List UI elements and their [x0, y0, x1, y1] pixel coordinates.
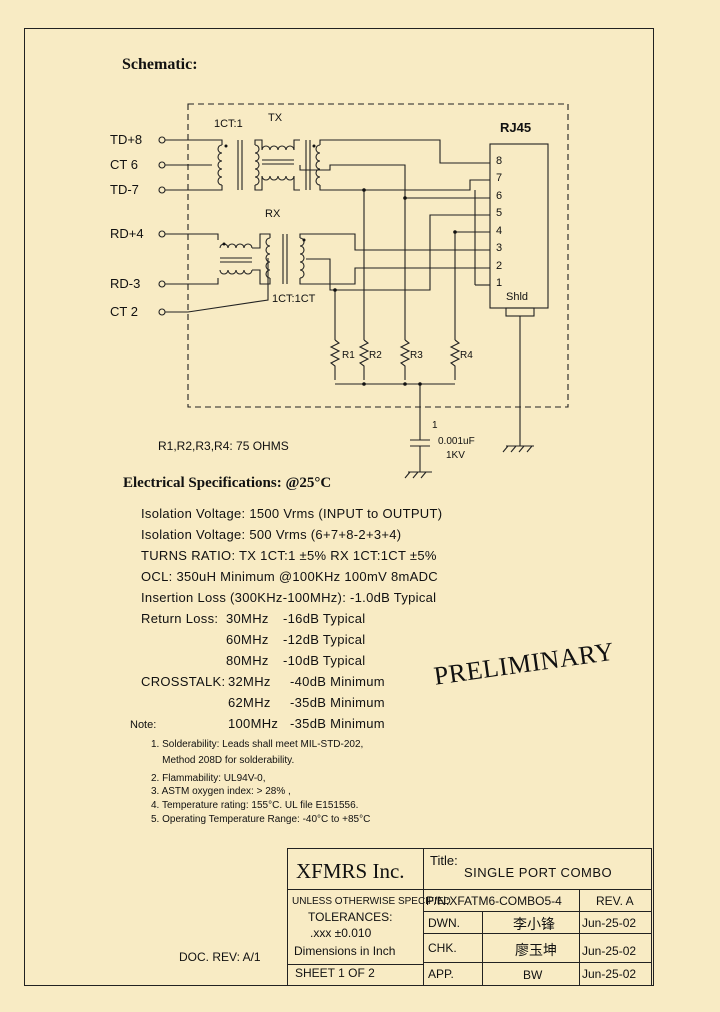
dimensions-note: Dimensions in Inch [294, 944, 396, 958]
cap-value: 0.001uF [438, 436, 475, 447]
note-item: 4. Temperature rating: 155°C. UL file E1… [151, 800, 359, 811]
spec-line: TURNS RATIO: TX 1CT:1 ±5% RX 1CT:1CT ±5% [141, 548, 437, 563]
connector-label: RJ45 [500, 120, 532, 135]
spec-line: Insertion Loss (300KHz-100MHz): -1.0dB T… [141, 590, 437, 605]
crosstalk-value: -35dB Minimum [290, 695, 385, 710]
tolerances-label: TOLERANCES: [308, 910, 393, 924]
cap-voltage: 1KV [446, 450, 465, 461]
return-loss-label: Return Loss: [141, 611, 219, 626]
approval-label: CHK. [428, 941, 457, 955]
return-loss-freq: 30MHz [226, 611, 269, 626]
crosstalk-value: -40dB Minimum [290, 674, 385, 689]
crosstalk-value: -35dB Minimum [290, 716, 385, 731]
return-loss-freq: 60MHz [226, 632, 269, 647]
title-cell: Title: SINGLE PORT COMBO [423, 848, 652, 890]
pin-label-td-minus: TD-7 [110, 182, 139, 197]
rj45-pin-5: 5 [496, 207, 503, 219]
company-cell: XFMRS Inc. [287, 848, 424, 890]
rj45-pin-7: 7 [496, 172, 503, 184]
approval-date-cell: Jun-25-02 [579, 911, 652, 934]
approval-name: BW [523, 968, 543, 982]
note-item: 3. ASTM oxygen index: > 28% , [151, 786, 291, 797]
pin-label-ct-6: CT 6 [110, 157, 138, 172]
sheet-divider [287, 964, 424, 965]
cap-pin-label: 1 [432, 420, 438, 431]
tolerance-value: .xxx ±0.010 [310, 926, 372, 940]
rj45-pin-1: 1 [496, 277, 503, 289]
rj45-pin-4: 4 [496, 225, 503, 237]
specs-title: Electrical Specifications: @25°C [123, 475, 332, 491]
spec-line: Isolation Voltage: 500 Vrms (6+7+8-2+3+4… [141, 527, 402, 542]
approval-name: 廖玉坤 [515, 944, 557, 959]
approval-name-cell: 李小锋 [482, 911, 580, 934]
title-label: Title: [430, 853, 458, 868]
crosstalk-label: CROSSTALK: [141, 674, 226, 689]
company-name: XFMRS Inc. [296, 859, 405, 883]
approval-date-cell: Jun-25-02 [579, 933, 652, 963]
resistor-note: R1,R2,R3,R4: 75 OHMS [158, 439, 289, 453]
approval-label-cell: APP. [423, 962, 483, 986]
rj45-pin-3: 3 [496, 242, 503, 254]
note-item: Method 208D for solderability. [151, 755, 295, 766]
spec-line: OCL: 350uH Minimum @100KHz 100mV 8mADC [141, 569, 438, 584]
crosstalk-freq: 62MHz [228, 695, 271, 710]
pn-cell: P/N:XFATM6-COMBO5-4 [423, 889, 580, 912]
spec-line: Isolation Voltage: 1500 Vrms (INPUT to O… [141, 506, 443, 521]
approval-label: APP. [428, 967, 454, 981]
crosstalk-freq: 32MHz [228, 674, 271, 689]
doc-revision: DOC. REV: A/1 [179, 950, 261, 964]
tx-ratio-label: 1CT:1 [214, 118, 243, 130]
revision: REV. A [596, 894, 634, 908]
tolerance-cell: UNLESS OTHERWISE SPECIFIED TOLERANCES: .… [287, 889, 451, 986]
shield-label: Shld [506, 291, 529, 303]
resistor-r1: R1 [342, 350, 355, 361]
rj45-pin-8: 8 [496, 155, 503, 167]
approval-name: 李小锋 [513, 918, 555, 933]
pin-label-ct-2: CT 2 [110, 304, 138, 319]
return-loss-value: -10dB Typical [283, 653, 366, 668]
tx-label: TX [268, 112, 283, 124]
drawing-title: SINGLE PORT COMBO [464, 865, 613, 880]
part-number: P/N:XFATM6-COMBO5-4 [426, 894, 562, 908]
sheet-number: SHEET 1 OF 2 [295, 966, 375, 980]
return-loss-value: -16dB Typical [283, 611, 366, 626]
resistor-r4: R4 [460, 350, 473, 361]
resistor-r2: R2 [369, 350, 382, 361]
rx-label: RX [265, 208, 281, 220]
return-loss-value: -12dB Typical [283, 632, 366, 647]
rj45-pin-6: 6 [496, 190, 503, 202]
rev-cell: REV. A [579, 889, 652, 912]
approval-date: Jun-25-02 [582, 916, 637, 930]
note-item: 2. Flammability: UL94V-0, [151, 773, 266, 784]
tolerance-heading: UNLESS OTHERWISE SPECIFIED [292, 896, 451, 907]
schematic-diagram [158, 103, 569, 479]
approval-name-cell: BW [482, 962, 580, 986]
rx-ratio-label: 1CT:1CT [272, 293, 316, 305]
schematic-title: Schematic: [122, 56, 198, 73]
approval-name-cell: 廖玉坤 [482, 933, 580, 963]
resistor-r3: R3 [410, 350, 423, 361]
pin-label-rd-minus: RD-3 [110, 276, 141, 291]
pin-label-td-plus: TD+8 [110, 132, 143, 147]
note-item: 1. Solderability: Leads shall meet MIL-S… [151, 739, 364, 750]
approval-label-cell: CHK. [423, 933, 483, 963]
crosstalk-freq: 100MHz [228, 716, 279, 731]
note-label: Note: [130, 719, 157, 731]
approval-date-cell: Jun-25-02 [579, 962, 652, 986]
return-loss-freq: 80MHz [226, 653, 269, 668]
approval-label: DWN. [428, 916, 460, 930]
approval-date: Jun-25-02 [582, 967, 637, 981]
approval-date: Jun-25-02 [582, 944, 637, 958]
note-item: 5. Operating Temperature Range: -40°C to… [151, 814, 371, 825]
pin-label-rd-plus: RD+4 [110, 226, 144, 241]
rj45-pin-2: 2 [496, 260, 503, 272]
approval-label-cell: DWN. [423, 911, 483, 934]
